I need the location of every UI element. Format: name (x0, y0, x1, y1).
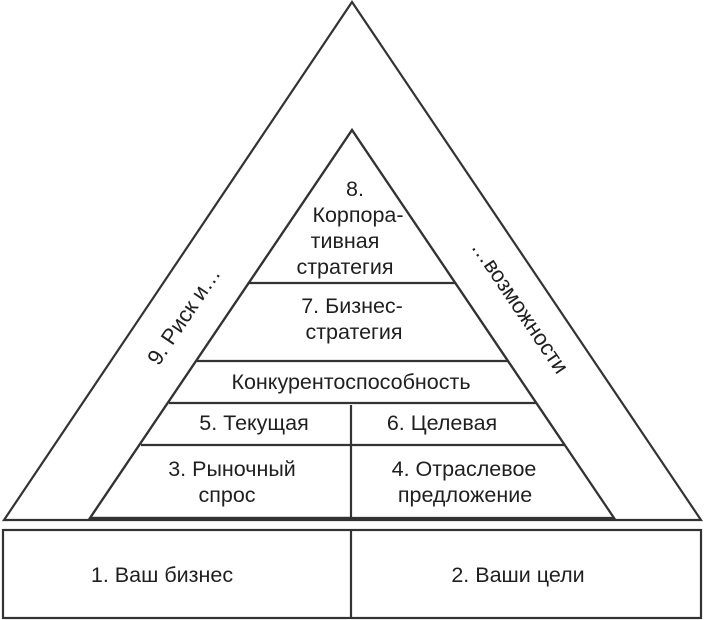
level-5-label: 5. Текущая (199, 411, 308, 435)
level-7-line-1: 7. Бизнес- (301, 294, 403, 318)
base-right-label: 2. Ваши цели (451, 563, 584, 587)
outer-triangle (1, 0, 704, 522)
risk-label: 9. Риск и… (142, 262, 226, 369)
block-4-background (351, 445, 613, 517)
level-3-line-1: 3. Рыночный (168, 457, 296, 481)
level-8-line-3: тивная (311, 229, 380, 253)
base-left-label: 1. Ваш бизнес (91, 563, 233, 587)
level-3-line-2: спрос (198, 483, 255, 507)
level-8-line-4: стратегия (296, 255, 393, 279)
level-8-line-2: Корпора- (312, 203, 403, 227)
competitiveness-label: Конкурентоспособность (231, 370, 470, 394)
level-8-line-1: 8. (346, 177, 364, 201)
inner-triangle-outline (87, 128, 617, 520)
level-4-line-1: 4. Отраслевое (392, 457, 537, 481)
level-6-label: 6. Целевая (387, 411, 497, 435)
level-7-line-2: стратегия (305, 320, 402, 344)
level-4-line-2: предложение (398, 483, 532, 507)
